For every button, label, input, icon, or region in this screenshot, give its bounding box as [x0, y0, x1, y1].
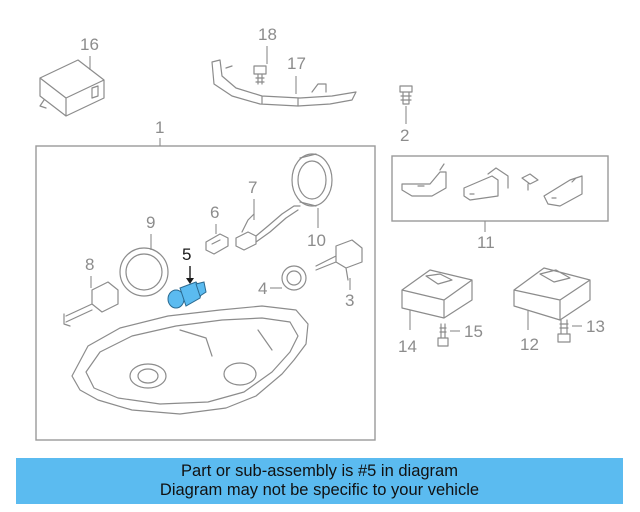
- callout-18: 18: [258, 25, 277, 44]
- callout-2: 2: [400, 126, 409, 145]
- screw-part-13[interactable]: [557, 319, 571, 343]
- callout-10: 10: [307, 231, 326, 250]
- callout-1: 1: [155, 118, 164, 137]
- mounting-bracket-part-17[interactable]: [211, 59, 357, 107]
- ballast-module-part-14[interactable]: [401, 269, 473, 319]
- bolt-part-2[interactable]: [399, 85, 413, 105]
- callout-3: 3: [345, 291, 354, 310]
- callout-4: 4: [258, 279, 267, 298]
- screw-part-18[interactable]: [253, 65, 267, 85]
- callout-7: 7: [248, 178, 257, 197]
- callout-13: 13: [586, 317, 605, 336]
- banner-line-2: Diagram may not be specific to your vehi…: [159, 481, 480, 499]
- cap-ring-part-10[interactable]: [291, 153, 333, 207]
- callout-5: 5: [182, 245, 191, 264]
- bracket-set-frame: [391, 155, 609, 222]
- callout-12: 12: [520, 335, 539, 354]
- xenon-bulb-part-3[interactable]: [315, 239, 363, 281]
- info-banner: Part or sub-assembly is #5 in diagram Di…: [16, 458, 623, 504]
- callout-9: 9: [146, 213, 155, 232]
- callout-11: 11: [477, 233, 495, 252]
- callout-6: 6: [210, 203, 219, 222]
- callout-17: 17: [287, 54, 306, 73]
- control-module-part-16[interactable]: [39, 59, 105, 117]
- seal-ring-part-9[interactable]: [119, 247, 169, 297]
- bracket-set-part-11[interactable]: [401, 163, 583, 207]
- highlighted-bulb-part-5[interactable]: [167, 281, 207, 309]
- callout-8: 8: [85, 255, 94, 274]
- headlamp-housing[interactable]: [71, 305, 309, 415]
- ballast-module-part-12[interactable]: [513, 267, 591, 321]
- wiring-harness-part-7[interactable]: [235, 205, 301, 251]
- callout-16: 16: [80, 35, 99, 54]
- parts-diagram: 16 18 17 2 1 11 7 6 10: [35, 25, 609, 441]
- callout-14: 14: [398, 337, 417, 356]
- banner-line-1: Part or sub-assembly is #5 in diagram: [181, 462, 458, 480]
- holder-ring-part-4[interactable]: [281, 265, 307, 291]
- callout-15: 15: [464, 322, 483, 341]
- bulb-part-6[interactable]: [205, 233, 229, 255]
- socket-part-8[interactable]: [63, 281, 119, 327]
- headlamp-assembly-frame: [35, 145, 376, 441]
- screw-part-15[interactable]: [437, 323, 449, 347]
